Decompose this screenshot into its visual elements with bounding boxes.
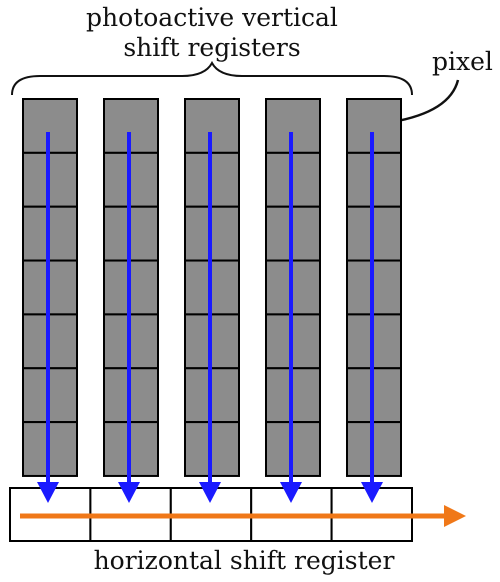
curly-brace [11, 60, 413, 96]
horizontal-transfer-arrow [20, 505, 466, 527]
vertical-transfer-arrows [37, 132, 383, 503]
pixel-pointer-arrow [391, 79, 460, 124]
vertical-arrow-head [361, 482, 383, 503]
vertical-arrow-head [280, 482, 302, 503]
vertical-registers-label-line2: shift registers [123, 33, 300, 62]
vertical-arrow-head [37, 482, 59, 503]
vertical-registers-label-line1: photoactive vertical [86, 3, 338, 32]
horizontal-register-label: horizontal shift register [94, 546, 395, 575]
vertical-arrow-head [199, 482, 221, 503]
pixel-label: pixel [432, 47, 493, 76]
vertical-arrow-head [118, 482, 140, 503]
vertical-register-column [184, 98, 240, 477]
